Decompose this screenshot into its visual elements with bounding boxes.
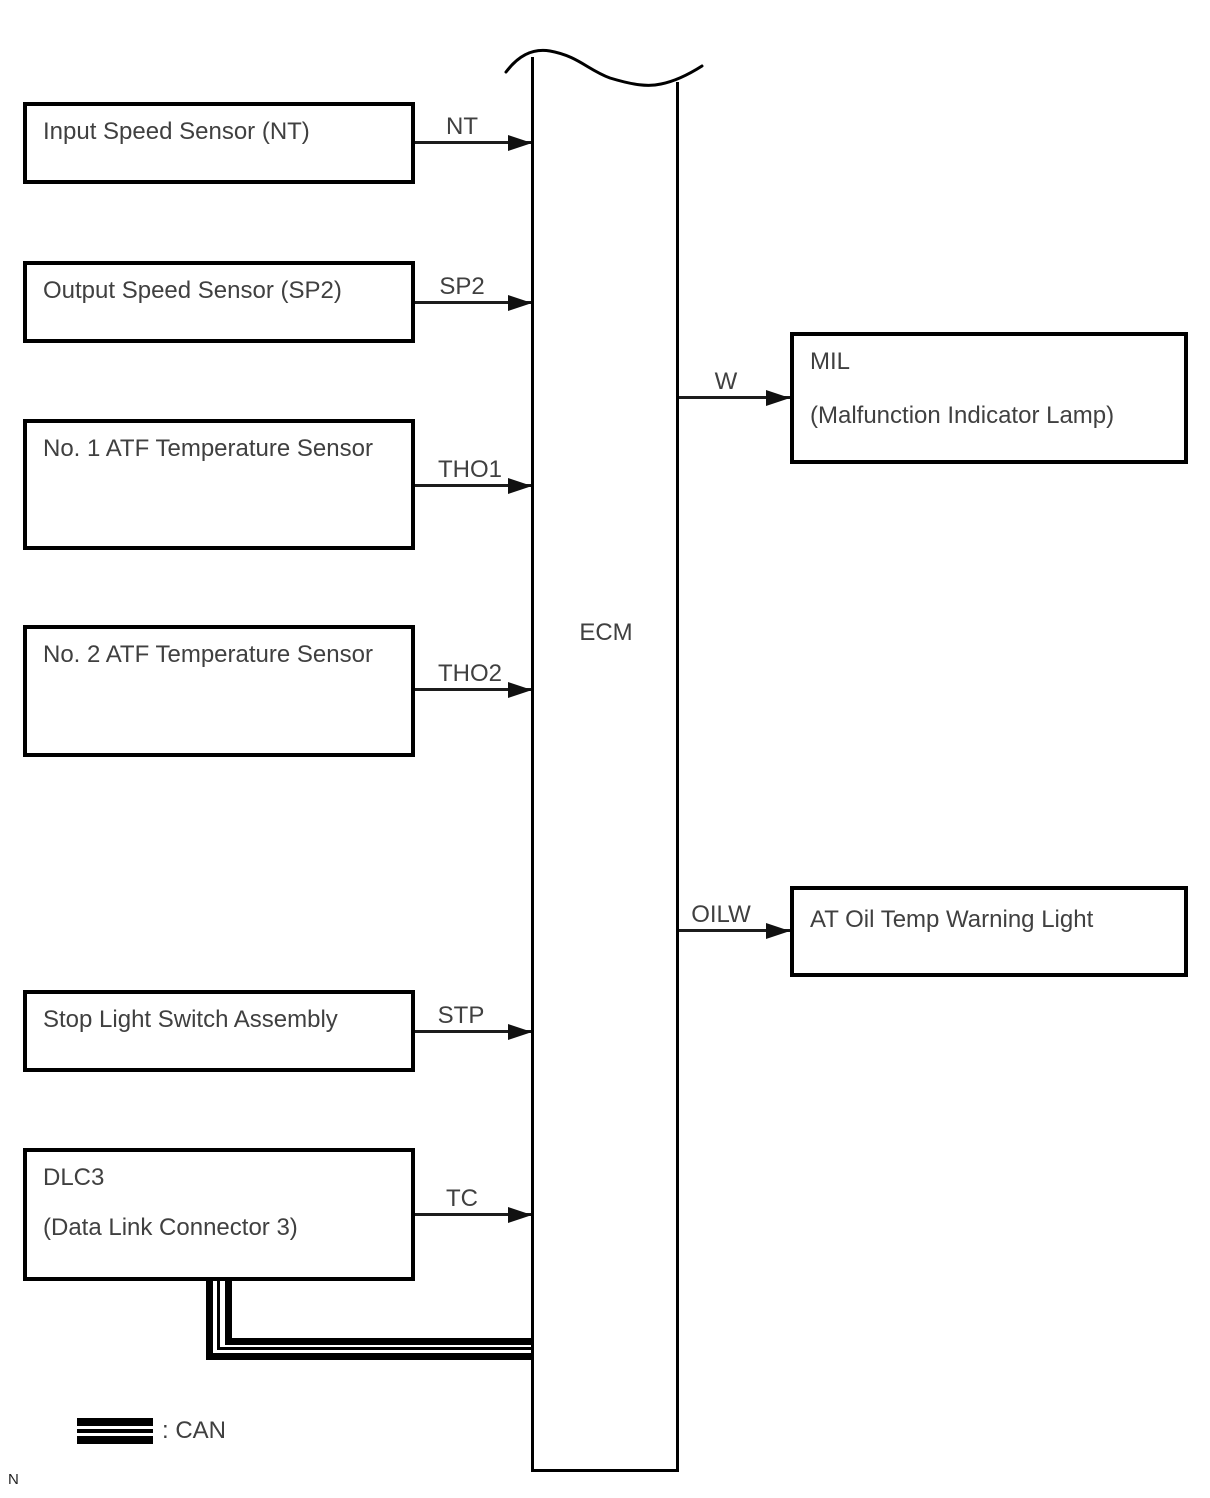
can-bus-line-middle: [217, 1281, 532, 1350]
legend-can-label: : CAN: [162, 1417, 227, 1444]
box-atf-temp-sensor-1: No. 1 ATF Temperature Sensor: [23, 419, 415, 550]
torn-edge-wave: [504, 48, 704, 87]
box-label: Output Speed Sensor (SP2): [43, 277, 342, 304]
box-sublabel: (Data Link Connector 3): [43, 1214, 298, 1241]
signal-label-tc: TC: [446, 1185, 478, 1212]
box-label: AT Oil Temp Warning Light: [810, 906, 1094, 933]
ecm-bottom-edge: [531, 1469, 679, 1472]
box-at-oil-temp-warning-light: AT Oil Temp Warning Light: [790, 886, 1188, 977]
can-symbol-bar: [77, 1429, 153, 1433]
ecm-label: ECM: [579, 619, 633, 646]
box-sublabel: (Malfunction Indicator Lamp): [810, 402, 1115, 429]
box-input-speed-sensor: Input Speed Sensor (NT): [23, 102, 415, 184]
signal-label-tho2: THO2: [437, 660, 503, 687]
box-stop-light-switch: Stop Light Switch Assembly: [23, 990, 415, 1072]
box-label: No. 2 ATF Temperature Sensor: [43, 641, 373, 668]
ecm-left-edge: [531, 57, 534, 1472]
can-bus-line-inner: [225, 1281, 532, 1345]
box-label: Stop Light Switch Assembly: [43, 1006, 338, 1033]
arrow-stp: [415, 1030, 532, 1033]
box-label: Input Speed Sensor (NT): [43, 118, 310, 145]
arrow-nt: [415, 141, 532, 144]
box-dlc3: DLC3 (Data Link Connector 3): [23, 1148, 415, 1281]
arrow-w: [679, 396, 790, 399]
can-symbol-bar: [77, 1436, 153, 1444]
ecm-right-edge: [676, 82, 679, 1472]
box-label: DLC3: [43, 1164, 105, 1191]
signal-label-oilw: OILW: [691, 901, 751, 928]
arrow-oilw: [679, 929, 790, 932]
signal-label-tho1: THO1: [437, 456, 503, 483]
signal-label-w: W: [714, 368, 738, 395]
can-symbol-bar: [77, 1418, 153, 1426]
box-output-speed-sensor: Output Speed Sensor (SP2): [23, 261, 415, 343]
signal-label-stp: STP: [437, 1002, 485, 1029]
footnote-n: N: [8, 1471, 19, 1488]
arrow-sp2: [415, 301, 532, 304]
box-atf-temp-sensor-2: No. 2 ATF Temperature Sensor: [23, 625, 415, 757]
box-mil: MIL (Malfunction Indicator Lamp): [790, 332, 1188, 464]
arrow-tho2: [415, 688, 532, 691]
box-label: MIL: [810, 348, 851, 375]
arrow-tc: [415, 1213, 532, 1216]
arrow-tho1: [415, 484, 532, 487]
can-bus-line-outer: [206, 1281, 532, 1360]
signal-label-sp2: SP2: [439, 273, 485, 300]
box-label: No. 1 ATF Temperature Sensor: [43, 435, 373, 462]
signal-label-nt: NT: [446, 113, 478, 140]
